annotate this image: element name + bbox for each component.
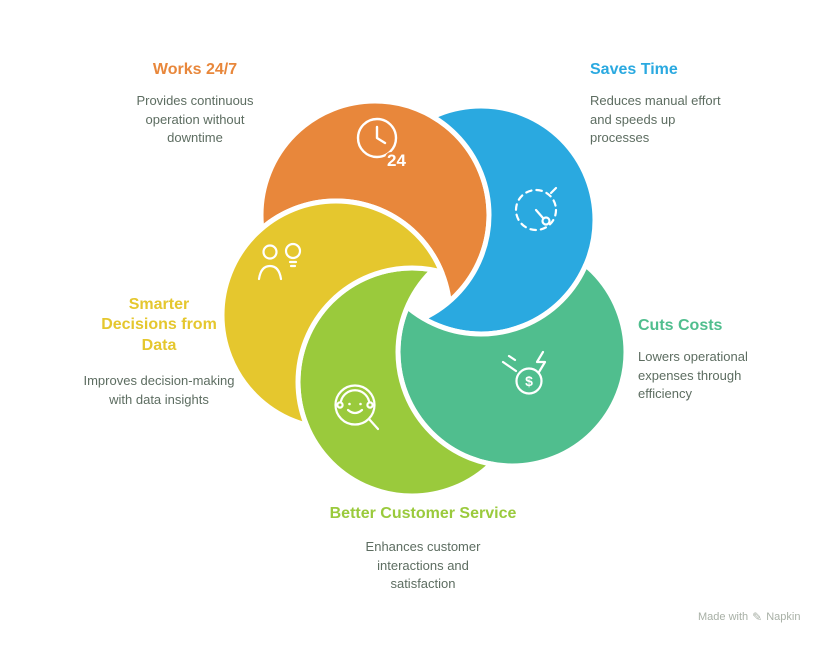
smarter-decisions-title: Smarter Decisions from Data — [101, 296, 217, 354]
label-saves-time: Saves Time Reduces manual effort and spe… — [590, 60, 750, 148]
saves-time-title: Saves Time — [590, 61, 678, 78]
works-247-description: Provides continuous operation without do… — [136, 93, 254, 146]
napkin-watermark[interactable]: Made with ✎ Napkin — [698, 610, 800, 624]
label-smarter-decisions: Smarter Decisions from Data Improves dec… — [83, 295, 235, 409]
customer-service-title: Better Customer Service — [329, 505, 517, 522]
napkin-pen-icon: ✎ — [752, 610, 763, 624]
works-247-title: Works 24/7 — [152, 61, 238, 78]
clock-24-icon: 24 — [356, 117, 409, 173]
svg-text:$: $ — [525, 373, 533, 389]
svg-text:24: 24 — [387, 151, 406, 170]
person-idea-icon — [257, 242, 302, 281]
label-cuts-costs: Cuts Costs Lowers operational expenses t… — [638, 316, 788, 404]
petal-smarter-decisions — [219, 198, 453, 432]
watermark-brand: Napkin — [766, 611, 801, 623]
cuts-costs-title: Cuts Costs — [638, 317, 723, 334]
label-works-247: Works 24/7 Provides continuous operation… — [100, 60, 290, 148]
cost-dollar-icon: $ — [501, 350, 547, 395]
watermark-prefix: Made with — [698, 611, 749, 623]
smarter-decisions-description: Improves decision-making with data insig… — [83, 373, 235, 407]
stopwatch-icon — [514, 186, 558, 232]
label-customer-service: Better Customer Service Enhances custome… — [328, 504, 518, 594]
cuts-costs-description: Lowers operational expenses through effi… — [638, 349, 748, 402]
customer-support-icon — [334, 384, 380, 431]
saves-time-description: Reduces manual effort and speeds up proc… — [590, 93, 721, 146]
customer-service-description: Enhances customer interactions and satis… — [365, 539, 481, 592]
